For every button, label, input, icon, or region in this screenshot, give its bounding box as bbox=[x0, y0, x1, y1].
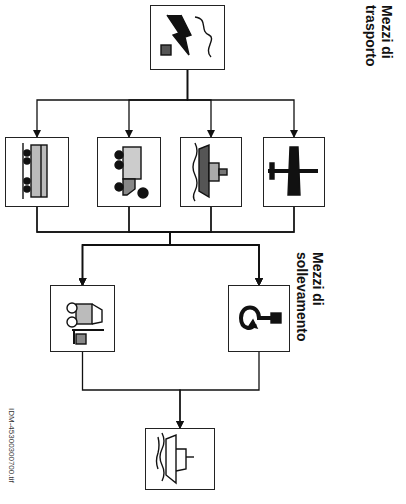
label-frame: IDM-45300300700.tif bbox=[6, 408, 16, 500]
icon-box bbox=[228, 285, 290, 352]
boat-icon bbox=[157, 433, 195, 483]
flow-connector bbox=[83, 207, 171, 285]
flow-connector bbox=[37, 207, 170, 285]
forklift-icon bbox=[67, 303, 104, 344]
flow-connector bbox=[37, 207, 259, 285]
flow-connector bbox=[37, 70, 188, 137]
truck-icon bbox=[115, 147, 148, 198]
label-frame: Mezzi di sollevamento bbox=[294, 252, 326, 356]
icon-box bbox=[263, 137, 325, 207]
flow-connector bbox=[83, 207, 295, 285]
flow-connector bbox=[180, 352, 259, 428]
icon-box bbox=[97, 137, 161, 207]
icon-box bbox=[5, 137, 69, 207]
flow-connector bbox=[83, 352, 181, 428]
hook-icon bbox=[241, 308, 281, 329]
airplane-icon bbox=[268, 147, 318, 195]
icon-box bbox=[150, 5, 225, 70]
group-heading: Mezzi di trasporto bbox=[363, 5, 395, 93]
flow-connector bbox=[188, 70, 295, 137]
group-heading: Mezzi di sollevamento bbox=[294, 252, 326, 356]
flow-connector bbox=[170, 207, 259, 285]
icon-box bbox=[145, 428, 215, 490]
flow-connector bbox=[129, 207, 259, 285]
flow-connector bbox=[129, 70, 188, 137]
label-frame: Mezzi di trasporto bbox=[363, 5, 395, 93]
flow-connector bbox=[83, 207, 212, 285]
power-icon bbox=[161, 15, 212, 57]
icon-box bbox=[180, 137, 242, 207]
flow-connector bbox=[188, 70, 212, 137]
ship-icon bbox=[193, 143, 227, 201]
file-mark: IDM-45300300700.tif bbox=[6, 408, 16, 500]
icon-box bbox=[50, 285, 115, 352]
flow-connector bbox=[170, 207, 294, 285]
rail-icon bbox=[23, 143, 47, 199]
